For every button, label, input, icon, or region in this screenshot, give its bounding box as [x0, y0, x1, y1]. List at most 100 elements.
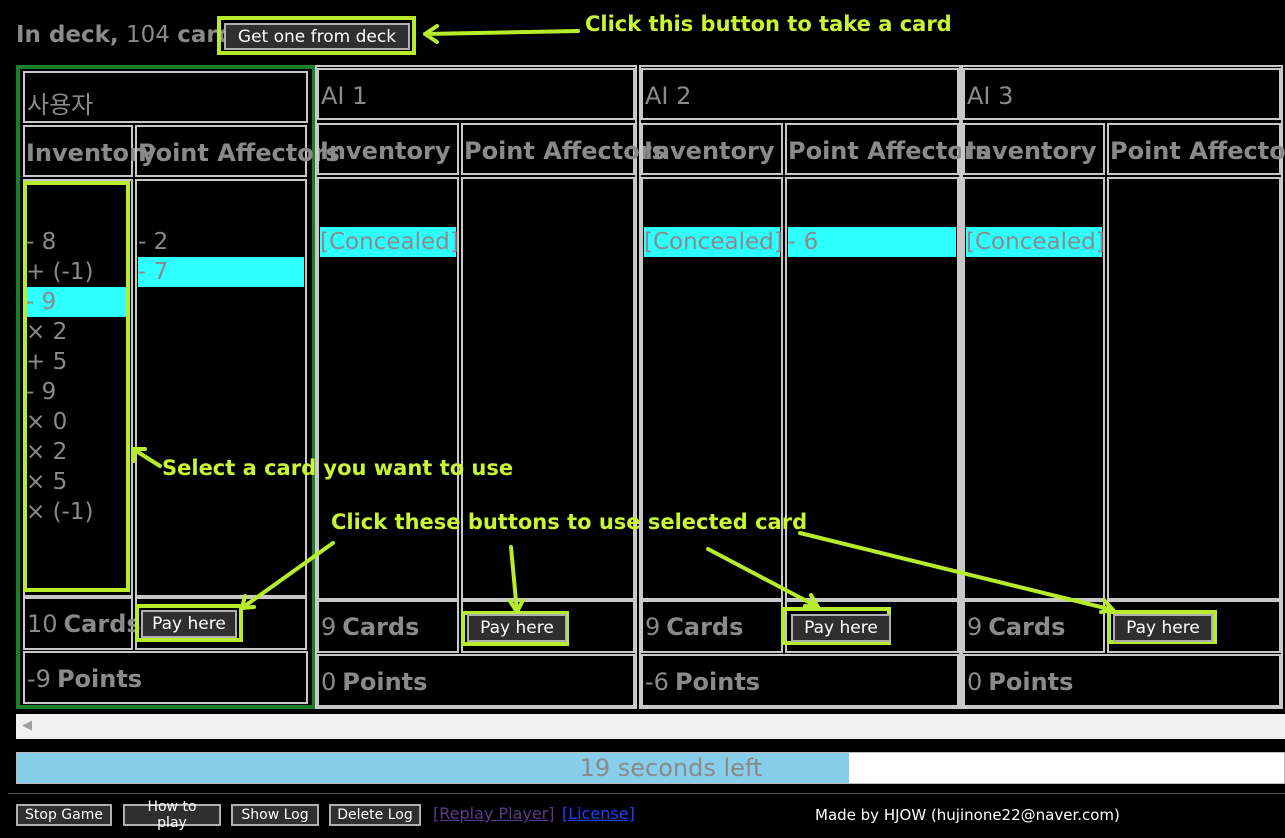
- pay-here-button[interactable]: Pay here: [141, 610, 237, 638]
- horizontal-scrollbar[interactable]: ◀: [16, 714, 1285, 739]
- player-panel-1: [315, 65, 637, 709]
- inventory-card[interactable]: × 2: [26, 439, 68, 465]
- show-log-button[interactable]: Show Log: [231, 804, 319, 826]
- timer-fill: [17, 753, 850, 783]
- annotation-select: Select a card you want to use: [162, 456, 514, 480]
- inventory-header-cell: Inventory: [641, 123, 783, 175]
- delete-log-button[interactable]: Delete Log: [329, 804, 421, 826]
- pay-here-button[interactable]: Pay here: [467, 614, 567, 642]
- affectors-list: [461, 177, 635, 600]
- footer: [8, 793, 1285, 838]
- inventory-card[interactable]: - 9: [26, 287, 130, 317]
- concealed-card[interactable]: [Concealed]: [966, 227, 1105, 257]
- points-label: Points: [56, 665, 143, 693]
- player-name: AI 2: [645, 82, 692, 110]
- inventory-list: [Concealed]: [641, 177, 783, 600]
- card-count-number: 9: [321, 613, 337, 641]
- inventory-card[interactable]: × (-1): [26, 499, 94, 525]
- points-label: Points: [988, 668, 1074, 696]
- inventory-header-cell: Inventory: [317, 123, 459, 175]
- deck-button-highlight: [217, 16, 416, 55]
- inventory-header-cell: Inventory: [963, 123, 1105, 175]
- inventory-header-cell: Inventory: [23, 125, 156, 177]
- arrow-pay-user: [240, 541, 335, 610]
- affector-card[interactable]: - 7: [138, 257, 304, 287]
- arrow-pay-ai2: [706, 547, 820, 609]
- card-count-number: 10: [27, 610, 58, 638]
- replay-player-link[interactable]: [Replay Player]: [433, 804, 555, 823]
- stop-game-button[interactable]: Stop Game: [16, 804, 112, 826]
- card-count-label: Cards: [342, 613, 420, 641]
- scroll-left-icon[interactable]: ◀: [22, 718, 32, 733]
- timer-text: 19 seconds left: [579, 754, 763, 782]
- inventory-card[interactable]: + (-1): [26, 259, 94, 285]
- annotation-take: Click this button to take a card: [585, 12, 952, 36]
- concealed-card[interactable]: [Concealed]: [320, 227, 459, 257]
- points-number: 0: [321, 668, 337, 696]
- player-name-cell: AI 1: [317, 68, 635, 120]
- player-name-cell: AI 3: [963, 68, 1281, 120]
- inventory-card[interactable]: × 2: [26, 319, 68, 345]
- annotation-use: Click these buttons to use selected card: [331, 510, 808, 534]
- pay-cell: [785, 600, 959, 653]
- affector-card[interactable]: - 2: [138, 229, 169, 255]
- concealed-card[interactable]: [Concealed]: [644, 227, 783, 257]
- player-panel-3: [961, 65, 1283, 709]
- license-link[interactable]: [License]: [562, 804, 635, 823]
- inventory-list: [Concealed]: [963, 177, 1105, 600]
- affectors-header: Point Affectors: [1110, 137, 1285, 165]
- player-name-cell: AI 2: [641, 68, 959, 120]
- affectors-list: - 6: [785, 177, 959, 600]
- timer-bar: 19 seconds left: [16, 752, 1285, 784]
- card-count-number: 9: [645, 613, 661, 641]
- inventory-header: Inventory: [26, 139, 157, 167]
- affectors-header-cell: Point Affectors: [135, 125, 340, 177]
- player-name: AI 1: [321, 82, 368, 110]
- inventory-card[interactable]: + 5: [26, 349, 68, 375]
- pay-here-button[interactable]: Pay here: [791, 614, 891, 642]
- inventory-card[interactable]: × 5: [26, 469, 68, 495]
- affectors-list: - 2- 7: [135, 179, 307, 597]
- card-count-label: Cards: [988, 613, 1066, 641]
- player-panel-0: [16, 65, 316, 709]
- affectors-list: [1107, 177, 1281, 600]
- player-panel-2: [639, 65, 961, 709]
- inventory-header: Inventory: [320, 137, 451, 165]
- player-name: AI 3: [967, 82, 1014, 110]
- inventory-header: Inventory: [966, 137, 1097, 165]
- inventory-card[interactable]: × 0: [26, 409, 68, 435]
- inventory-card[interactable]: - 9: [26, 379, 57, 405]
- card-count-label: Cards: [63, 610, 141, 638]
- get-card-button[interactable]: Get one from deck: [224, 23, 410, 50]
- arrow-take: [423, 24, 580, 44]
- affectors-header: Point Affectors: [138, 139, 340, 167]
- affector-card[interactable]: - 6: [788, 227, 956, 257]
- pay-here-button[interactable]: Pay here: [1113, 614, 1213, 642]
- inventory-card[interactable]: - 8: [26, 229, 57, 255]
- player-name: 사용자: [27, 91, 94, 119]
- inventory-list: [Concealed]: [317, 177, 459, 600]
- points-number: -9: [27, 665, 51, 693]
- inventory-header: Inventory: [644, 137, 775, 165]
- pay-highlight-user: [135, 604, 243, 642]
- affectors-header-cell: Point Affectors: [461, 123, 666, 175]
- player-name-cell: 사용자: [23, 71, 308, 123]
- pay-highlight-ai3: [1107, 610, 1217, 644]
- points-number: -6: [645, 668, 669, 696]
- affectors-header-cell: Point Affectors: [785, 123, 990, 175]
